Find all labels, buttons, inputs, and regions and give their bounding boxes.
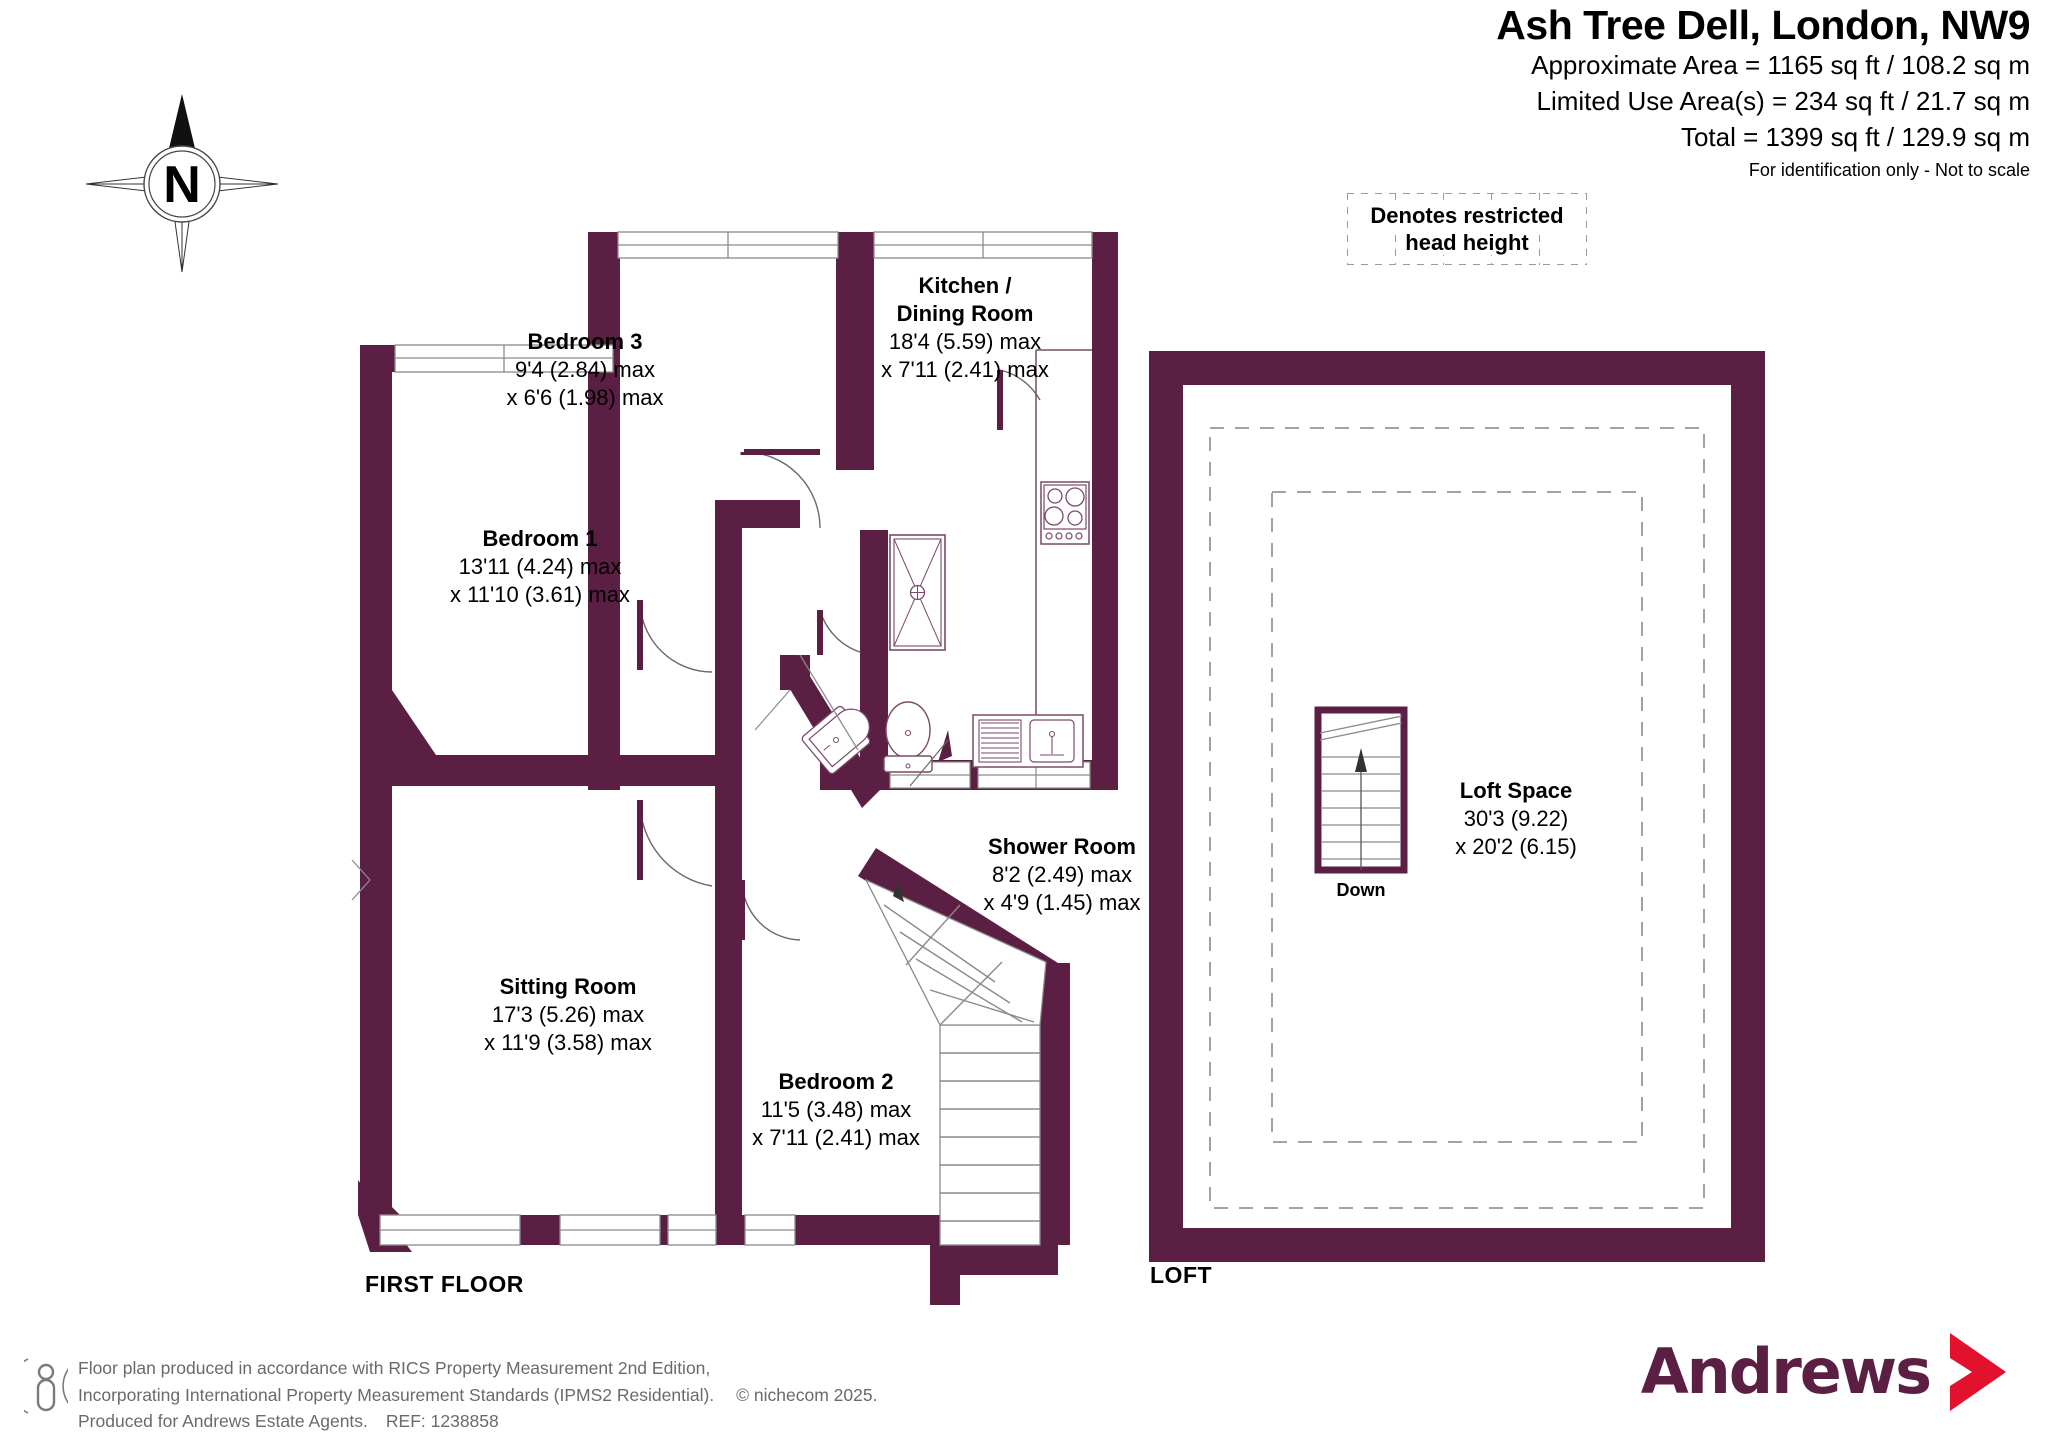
hall-outline xyxy=(754,654,859,751)
room-dim-1: 9'4 (2.84) max xyxy=(515,357,655,383)
room-name: Loft Space xyxy=(1459,778,1573,803)
restricted-boundary-inner xyxy=(1271,491,1643,1143)
page-title: Ash Tree Dell, London, NW9 xyxy=(1496,2,2030,48)
room-dim-1: 17'3 (5.26) max xyxy=(491,1002,645,1028)
hob-icon xyxy=(1040,481,1090,545)
legend-line-2: head height xyxy=(1403,229,1531,255)
scale-disclaimer: For identification only - Not to scale xyxy=(1748,160,2030,181)
loft-plan xyxy=(1149,351,1765,1262)
compass-rose: N xyxy=(82,86,282,276)
room-dim-2: x 11'9 (3.58) max xyxy=(484,1030,652,1056)
restricted-head-height-legend: Denotes restricted head height xyxy=(1347,193,1587,265)
legend-line-1: Denotes restricted xyxy=(1368,203,1566,228)
stair-down-text: Down xyxy=(1336,880,1386,900)
sink-icon xyxy=(972,714,1084,768)
kitchen-fittings xyxy=(972,349,1092,768)
room-label-bedroom-1: Bedroom 1 13'11 (4.24) max x 11'10 (3.61… xyxy=(450,525,630,609)
limited-use-area-line: Limited Use Area(s) = 234 sq ft / 21.7 s… xyxy=(1536,85,2030,116)
room-label-shower-room: Shower Room 8'2 (2.49) max x 4'9 (1.45) … xyxy=(983,833,1140,917)
room-label-sitting-room: Sitting Room 17'3 (5.26) max x 11'9 (3.5… xyxy=(484,973,652,1057)
person-info-icon xyxy=(24,1358,68,1414)
room-name: Kitchen / xyxy=(918,273,1012,298)
bay-chevrons xyxy=(351,859,371,901)
room-dim-2: x 4'9 (1.45) max xyxy=(983,890,1141,916)
compass-north-letter: N xyxy=(163,156,201,214)
restricted-boundary-outer xyxy=(1209,427,1705,1209)
legend-text: Denotes restricted head height xyxy=(1341,203,1593,257)
room-dim-2: x 7'11 (2.41) max xyxy=(752,1125,920,1151)
shower-tray-icon xyxy=(889,534,946,651)
room-label-loft-space: Loft Space 30'3 (9.22) x 20'2 (6.15) xyxy=(1455,777,1577,861)
footer-line-3: Produced for Andrews Estate Agents. xyxy=(78,1411,368,1432)
stair-down-label: Down xyxy=(1337,880,1386,901)
loft-stairs xyxy=(1314,706,1408,874)
shower-room-fittings xyxy=(801,534,952,787)
total-area-line: Total = 1399 sq ft / 129.9 sq m xyxy=(1680,121,2030,152)
room-dim-1: 13'11 (4.24) max xyxy=(458,554,622,580)
basin-icon xyxy=(801,705,871,775)
loft-caption: LOFT xyxy=(1150,1262,1213,1288)
first-floor-caption: FIRST FLOOR xyxy=(365,1271,524,1297)
approximate-area-line: Approximate Area = 1165 sq ft / 108.2 sq… xyxy=(1531,50,2030,81)
footer-reference: REF: 1238858 xyxy=(385,1411,499,1432)
room-name: Sitting Room xyxy=(499,974,637,999)
footer-line-3-row: Produced for Andrews Estate Agents. REF: … xyxy=(78,1408,877,1435)
andrews-logo: Andrews xyxy=(1641,1331,2036,1413)
footer-text-block: Floor plan produced in accordance with R… xyxy=(78,1355,877,1435)
room-dim-2: x 7'11 (2.41) max xyxy=(881,357,1049,383)
room-dim-1: 8'2 (2.49) max xyxy=(992,862,1132,888)
room-dim-2: x 6'6 (1.98) max xyxy=(506,385,664,411)
room-dim-2: x 20'2 (6.15) xyxy=(1455,834,1577,860)
room-dim-1: 11'5 (3.48) max xyxy=(760,1097,912,1123)
room-dim-1: 30'3 (9.22) xyxy=(1463,806,1569,832)
room-label-kitchen-dining-room: Kitchen / Dining Room 18'4 (5.59) max x … xyxy=(881,272,1049,385)
footer-line-2: Incorporating International Property Mea… xyxy=(78,1384,715,1405)
footer-line-2-row: Incorporating International Property Mea… xyxy=(78,1382,877,1409)
room-name: Shower Room xyxy=(988,834,1136,859)
footer-line-1: Floor plan produced in accordance with R… xyxy=(78,1358,711,1378)
room-label-bedroom-2: Bedroom 2 11'5 (3.48) max x 7'11 (2.41) … xyxy=(752,1068,920,1152)
footer-copyright: © nichecom 2025. xyxy=(736,1384,878,1405)
compass-icon: N xyxy=(85,94,279,273)
room-name: Bedroom 2 xyxy=(778,1069,894,1094)
room-name: Bedroom 3 xyxy=(527,329,643,354)
footer: Floor plan produced in accordance with R… xyxy=(24,1355,877,1435)
header-block: Ash Tree Dell, London, NW9 Approximate A… xyxy=(1496,2,2030,181)
room-dim-1: 18'4 (5.59) max xyxy=(888,329,1042,355)
room-label-bedroom-3: Bedroom 3 9'4 (2.84) max x 6'6 (1.98) ma… xyxy=(506,328,663,412)
chevron-right-icon xyxy=(1950,1333,2006,1411)
andrews-wordmark: Andrews xyxy=(1640,1335,1932,1408)
first-floor-plan xyxy=(351,231,1118,1305)
room-name-line2: Dining Room xyxy=(896,301,1034,327)
first-floor-stairs xyxy=(864,878,1047,1246)
toilet-icon xyxy=(883,701,933,773)
room-name: Bedroom 1 xyxy=(482,526,598,551)
room-dim-2: x 11'10 (3.61) max xyxy=(450,582,630,608)
